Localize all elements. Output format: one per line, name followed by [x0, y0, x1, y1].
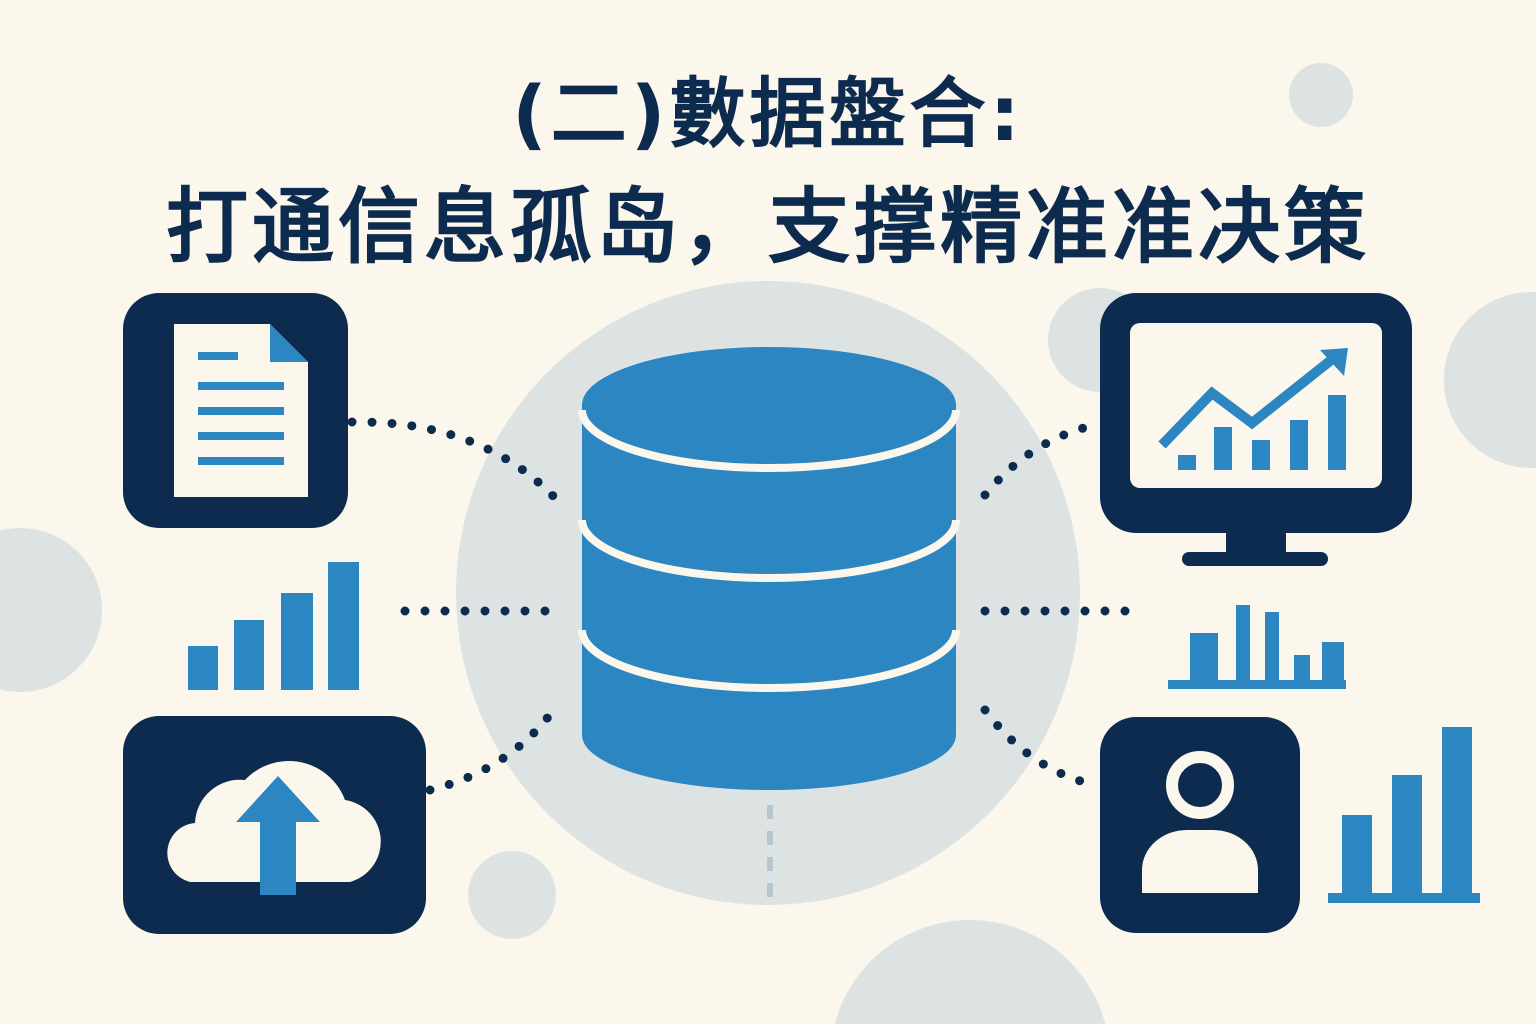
- bar-chart-icon-large: [1328, 727, 1480, 903]
- database-icon: [578, 347, 960, 790]
- title-line-1: (二)數据盤合:: [512, 69, 1024, 158]
- dotted-connectors: [347, 417, 1140, 795]
- bar-chart-icon: [188, 562, 359, 690]
- title-line-2: 打通信息孤岛，支撑精准准决策: [165, 180, 1370, 275]
- cloud-upload-icon: [123, 716, 426, 934]
- monitor-chart-icon: [1100, 293, 1412, 566]
- bar-chart-icon-small: [1168, 605, 1346, 689]
- document-icon: [123, 293, 348, 528]
- user-icon: [1100, 717, 1300, 933]
